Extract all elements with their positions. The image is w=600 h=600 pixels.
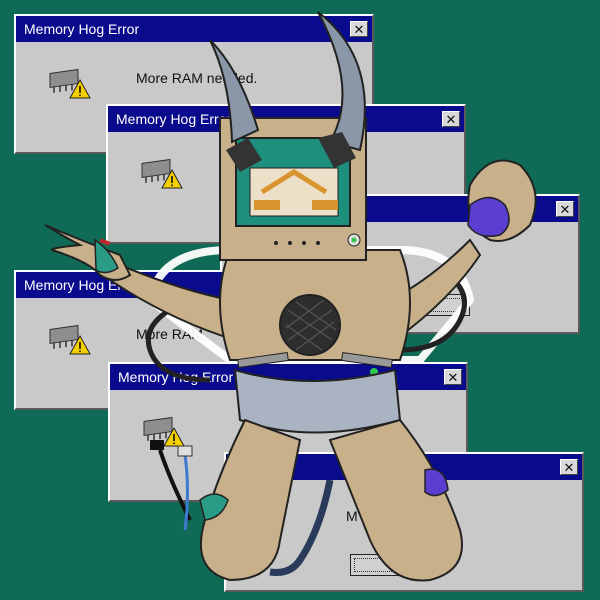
- plug: [150, 440, 164, 450]
- robot-right-arm: [388, 238, 482, 342]
- memory-chip-icon: [141, 158, 183, 189]
- dialog-titlebar[interactable]: Memory Hog Error ✕: [16, 16, 372, 42]
- close-icon: ✕: [563, 459, 575, 475]
- close-icon: ✕: [447, 369, 459, 385]
- robot-left-horn: [209, 39, 260, 144]
- plug: [177, 445, 193, 457]
- cable: [269, 479, 334, 576]
- close-button[interactable]: ✕: [350, 21, 368, 37]
- dialog-message: M: [346, 508, 358, 524]
- close-button[interactable]: ✕: [556, 201, 574, 217]
- close-icon: ✕: [445, 111, 457, 127]
- robot-left-leg: [199, 418, 302, 582]
- robot-right-horn: [317, 11, 366, 152]
- memory-chip-icon: [143, 416, 185, 447]
- close-button[interactable]: ✕: [444, 369, 462, 385]
- close-button[interactable]: ✕: [560, 459, 578, 475]
- power-cord: [183, 454, 189, 531]
- close-button[interactable]: ✕: [442, 111, 460, 127]
- robot-belly-panel: [233, 368, 402, 434]
- close-icon: ✕: [559, 201, 571, 217]
- memory-chip-icon: [49, 68, 91, 99]
- dialog-title: Memory Hog Error: [24, 21, 140, 37]
- close-icon: ✕: [353, 21, 365, 37]
- robot-left-claw: [44, 224, 132, 281]
- memory-chip-icon: [49, 324, 91, 355]
- robot-right-leg: [328, 418, 463, 582]
- dialog-title: Memory Hog Error: [116, 111, 232, 127]
